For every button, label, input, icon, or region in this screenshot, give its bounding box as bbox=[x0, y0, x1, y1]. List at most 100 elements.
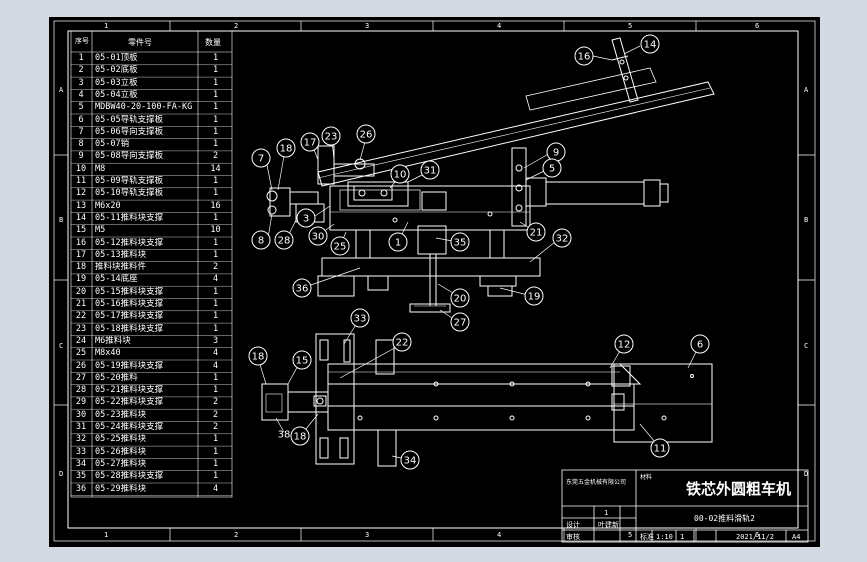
bom-cell-no: 7 bbox=[78, 126, 84, 137]
bom-cell-qty: 4 bbox=[212, 360, 219, 371]
grid-left-c: C bbox=[59, 342, 64, 350]
bom-cell-name: 05-15推料块支撑 bbox=[95, 286, 164, 297]
bom-header-no: 序号 bbox=[75, 37, 89, 45]
date-value: 2021/11/2 bbox=[736, 533, 774, 541]
grid-bottom-2: 2 bbox=[234, 531, 239, 539]
bom-cell-name: 05-11推料块支撑 bbox=[95, 212, 164, 223]
balloon-15: 15 bbox=[292, 350, 312, 370]
balloon-19: 19 bbox=[524, 286, 544, 306]
balloon-32: 32 bbox=[552, 228, 572, 248]
bom-cell-no: 19 bbox=[75, 274, 87, 285]
balloon-16: 16 bbox=[574, 46, 594, 66]
bom-cell-qty: 1 bbox=[212, 434, 219, 445]
bom-cell-no: 4 bbox=[78, 89, 84, 100]
bom-cell-no: 27 bbox=[75, 372, 87, 383]
bom-cell-name: M8x40 bbox=[95, 348, 121, 359]
bom-cell-qty: 4 bbox=[212, 274, 219, 285]
balloon-36: 36 bbox=[292, 278, 312, 298]
bom-cell-no: 22 bbox=[75, 311, 87, 322]
grid-right-b: B bbox=[804, 216, 809, 224]
balloon-5: 5 bbox=[542, 158, 562, 178]
balloon-34: 34 bbox=[400, 450, 420, 470]
bom-cell-name: 05-10导轨支撑板 bbox=[95, 188, 164, 199]
bom-cell-qty: 1 bbox=[212, 286, 219, 297]
bom-cell-no: 13 bbox=[75, 200, 87, 211]
grid-top-5: 5 bbox=[628, 22, 633, 30]
grid-top-1: 1 bbox=[104, 22, 109, 30]
balloon-7: 7 bbox=[251, 148, 271, 168]
paper-size: A4 bbox=[792, 533, 801, 541]
bom-header-qty: 数量 bbox=[205, 38, 221, 47]
bom-cell-no: 11 bbox=[75, 176, 87, 186]
bom-cell-name: 05-18推料块支撑 bbox=[95, 323, 164, 334]
bom-cell-no: 33 bbox=[75, 446, 87, 457]
balloon-label: 18 bbox=[280, 144, 293, 155]
material-label: 材料 bbox=[640, 474, 653, 481]
bom-cell-no: 26 bbox=[75, 360, 87, 371]
bom-cell-name: 05-25推料块 bbox=[95, 434, 147, 445]
bom-cell-qty: 1 bbox=[212, 102, 219, 113]
balloon-17: 17 bbox=[300, 132, 320, 152]
balloon-label: 32 bbox=[556, 234, 569, 245]
bom-cell-name: 05-19推料块支撑 bbox=[95, 360, 164, 371]
title-block-grid bbox=[561, 469, 809, 543]
bom-cell-name: 05-21推料块支撑 bbox=[95, 385, 164, 396]
grid-left-a: A bbox=[59, 86, 64, 94]
bom-cell-no: 35 bbox=[75, 471, 87, 482]
bom-cell-no: 28 bbox=[75, 385, 87, 396]
balloon-6: 6 bbox=[690, 334, 710, 354]
grid-right-d: D bbox=[804, 470, 809, 478]
balloon-20: 20 bbox=[450, 288, 470, 308]
grid-right-a: A bbox=[804, 86, 809, 94]
bom-cell-no: 2 bbox=[78, 65, 84, 76]
bom-cell-qty: 1 bbox=[212, 323, 219, 334]
bom-cell-name: 05-26推料块 bbox=[95, 446, 147, 457]
drawing-name: 00-02推料滑轨2 bbox=[694, 514, 755, 523]
balloon-3: 3 bbox=[296, 208, 316, 228]
balloon-label: 8 bbox=[258, 236, 264, 247]
grid-top-6: 6 bbox=[755, 22, 760, 30]
balloon-28: 28 bbox=[274, 230, 294, 250]
balloon-35: 35 bbox=[450, 232, 470, 252]
balloon-label: 35 bbox=[454, 238, 467, 249]
bom-cell-qty: 4 bbox=[212, 483, 219, 494]
company-name: 东莞五金机械有限公司 bbox=[566, 479, 627, 486]
balloon-label: 16 bbox=[578, 52, 591, 63]
bom-cell-qty: 1 bbox=[212, 446, 219, 457]
grid-left-d: D bbox=[59, 470, 64, 478]
bom-cell-qty: 1 bbox=[212, 176, 219, 186]
bom-cell-name: M5 bbox=[95, 225, 106, 236]
balloon-label: 14 bbox=[644, 40, 657, 51]
balloon-label: 1 bbox=[395, 238, 401, 249]
bom-cell-no: 23 bbox=[75, 323, 87, 334]
designer-name: 叶建新 bbox=[598, 521, 619, 529]
bom-cell-qty: 1 bbox=[212, 89, 219, 100]
balloon-label: 36 bbox=[296, 284, 309, 295]
balloon-22: 22 bbox=[392, 332, 412, 352]
bom-cell-name: 推料块推料件 bbox=[95, 262, 147, 273]
bom-cell-no: 9 bbox=[78, 151, 84, 162]
bom-cell-qty: 16 bbox=[210, 200, 221, 211]
balloon-31: 31 bbox=[420, 160, 440, 180]
bom-cell-name: M6推料块 bbox=[95, 335, 131, 346]
bom-cell-name: 05-17推料块支撑 bbox=[95, 311, 164, 322]
bom-row: 33 05-26推料块 1 bbox=[71, 447, 232, 458]
bom-cell-no: 24 bbox=[75, 335, 87, 346]
balloon-27: 27 bbox=[450, 312, 470, 332]
